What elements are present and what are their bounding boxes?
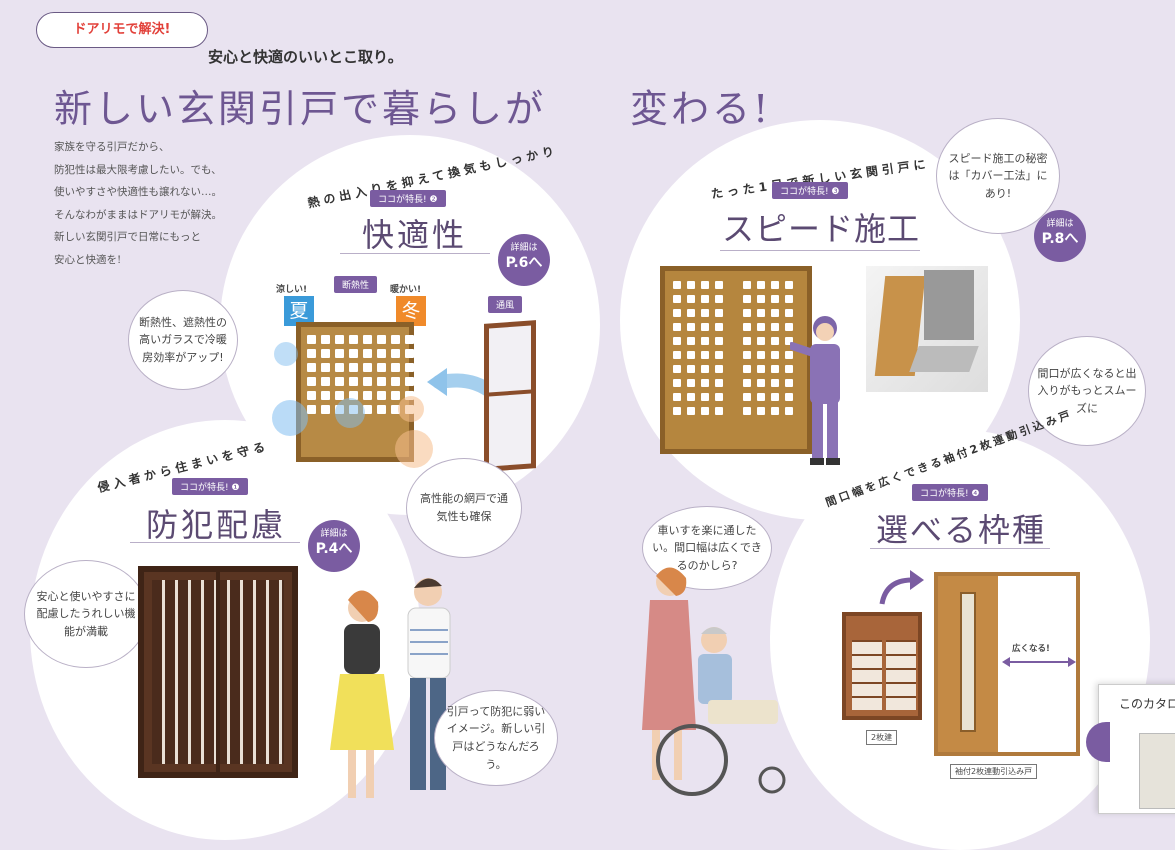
cool-bubble-decoration	[274, 342, 298, 366]
couple-illustration	[330, 578, 451, 798]
detail-label: 詳細は	[510, 243, 538, 253]
speed-detail-link[interactable]: 詳細は P.8へ	[1034, 210, 1086, 262]
insulation-tag: 断熱性	[334, 276, 378, 293]
detail-page: P.4へ	[315, 540, 353, 557]
frame-rule	[870, 548, 1050, 549]
frame-heading: 選べる枠種	[876, 511, 1047, 549]
upgrade-arrow-icon	[879, 570, 924, 605]
security-features-bubble: 安心と使いやすさに配慮したうれしい機能が満載	[24, 560, 148, 668]
page-title-part1: 新しい玄関引戸で暮らしが	[54, 87, 547, 131]
wide-opening-bubble: 間口が広くなると出入りがもっとスムーズに	[1028, 336, 1146, 446]
sleeve-door-caption: 袖付2枚連動引込み戸	[950, 764, 1038, 779]
comfort-door-image	[296, 322, 414, 462]
intro-line: 新しい玄関引戸で日常にもっと	[54, 231, 201, 243]
intro-line: 家族を守る引戸だから、	[54, 141, 170, 153]
screen-door-image	[484, 320, 536, 472]
width-arrow-icon	[1002, 657, 1076, 667]
comfort-rule	[340, 253, 490, 254]
warm-bubble-decoration	[395, 430, 433, 468]
two-panel-caption: 2枚建	[866, 730, 898, 745]
cool-label: 涼しい!	[276, 285, 308, 295]
security-detail-link[interactable]: 詳細は P.4へ	[308, 520, 360, 572]
speed-feature-tag: ココが特長! ❸	[772, 182, 848, 199]
security-feature-tag: ココが特長! ❶	[172, 478, 248, 495]
cover-method-photo	[866, 266, 988, 392]
sleeve-door-image	[934, 572, 1080, 756]
cool-bubble-decoration	[335, 398, 365, 428]
warm-label: 暖かい!	[390, 285, 422, 295]
intro-line: 使いやすさや快適性も譲れない…。	[54, 186, 222, 198]
catalog-thumbnail	[1139, 733, 1175, 809]
intro-line: そんなわがままはドアリモが解決。	[54, 208, 222, 221]
speed-rule	[720, 250, 920, 251]
tagline: 安心と快適のいいとこ取り。	[208, 48, 403, 66]
detail-page: P.8へ	[1041, 230, 1079, 247]
summer-tile: 夏	[284, 296, 314, 326]
frame-feature-tag: ココが特長! ❹	[912, 484, 988, 501]
detail-page: P.6へ	[505, 254, 543, 271]
cool-bubble-decoration	[272, 400, 308, 436]
warm-bubble-decoration	[398, 396, 424, 422]
speed-heading: スピード施工	[722, 210, 921, 248]
security-door-image	[138, 566, 298, 778]
comfort-heading: 快適性	[362, 216, 468, 254]
page-title-part2: 変わる!	[630, 87, 772, 131]
detail-label: 詳細は	[320, 529, 348, 539]
comfort-feature-tag: ココが特長! ❷	[370, 190, 446, 207]
wheelchair-illustration	[642, 567, 786, 796]
wider-label: 広くなる!	[1012, 644, 1050, 654]
detail-label: 詳細は	[1046, 219, 1074, 229]
speed-door-image	[660, 266, 812, 454]
catalog-panel-title: このカタロ	[1119, 697, 1175, 711]
comfort-glass-bubble: 断熱性、遮熱性の高いガラスで冷暖房効率がアップ!	[128, 290, 238, 390]
worker-illustration	[790, 316, 840, 465]
ventilation-tag: 通風	[488, 296, 523, 313]
intro-text: 家族を守る引戸だから、 防犯性は最大限考慮したい。でも、 使いやすさや快適性も譲…	[54, 136, 222, 271]
winter-tile: 冬	[396, 296, 426, 326]
security-heading: 防犯配慮	[146, 506, 287, 544]
cover-method-bubble: スピード施工の秘密は「カバー工法」にあり!	[936, 118, 1060, 234]
solution-badge: ドアリモで解決!	[36, 12, 208, 48]
security-rule	[130, 542, 300, 543]
comfort-detail-link[interactable]: 詳細は P.6へ	[498, 234, 550, 286]
intro-line: 安心と快適を!	[54, 253, 122, 266]
intro-line: 防犯性は最大限考慮したい。でも、	[54, 163, 222, 176]
couple-thought-bubble: 引戸って防犯に弱いイメージ。新しい引戸はどうなんだろう。	[434, 690, 558, 786]
screen-bubble: 高性能の網戸で通気性も確保	[406, 458, 522, 558]
two-panel-door-image	[842, 612, 922, 720]
